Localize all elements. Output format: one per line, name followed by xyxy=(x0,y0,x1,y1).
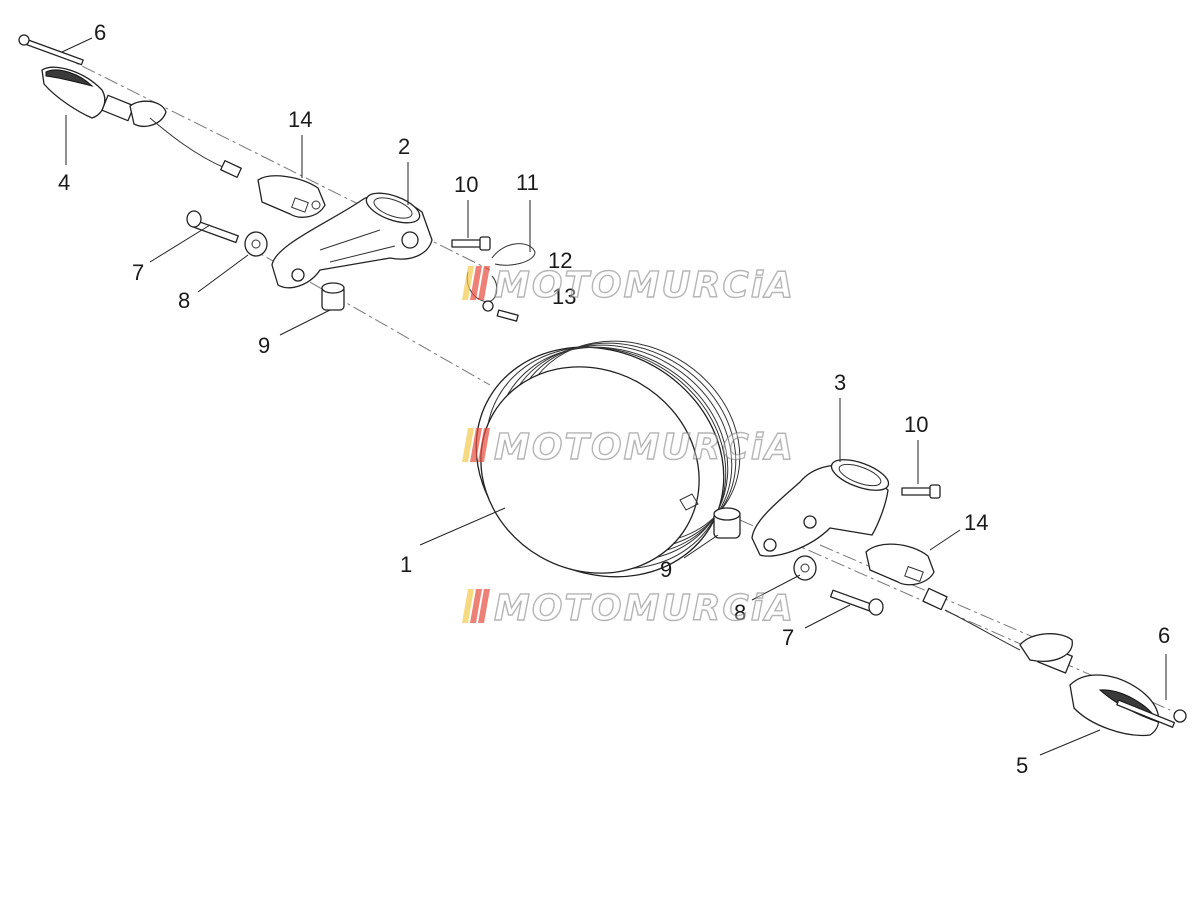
callout-8-right: 8 xyxy=(734,600,746,625)
callout-8-left: 8 xyxy=(178,288,190,313)
left-washer-part-8 xyxy=(244,231,268,257)
watermark-stripe xyxy=(470,428,482,462)
callout-7-left: 7 xyxy=(132,260,144,285)
watermark-stripe xyxy=(470,266,482,300)
watermark-top: MOTOMURCiA xyxy=(462,264,795,307)
callout-leaders xyxy=(61,37,1167,756)
callout-1: 1 xyxy=(400,552,412,577)
callout-14-left: 14 xyxy=(288,107,312,132)
left-bolt-part-6 xyxy=(18,34,84,66)
callout-11: 11 xyxy=(516,170,539,195)
right-small-bolt-part-10 xyxy=(901,484,941,499)
left-small-bolt-part-10 xyxy=(451,236,491,251)
callout-2: 2 xyxy=(398,134,410,159)
watermark-stripes xyxy=(462,266,490,300)
callout-9-right: 9 xyxy=(660,557,672,582)
right-spacer-part-9 xyxy=(713,507,741,539)
watermark-stripe xyxy=(478,589,490,623)
callout-6-left: 6 xyxy=(94,20,106,45)
right-washer-part-8 xyxy=(793,555,817,581)
clip-part-11 xyxy=(491,243,536,266)
right-connector-part-14 xyxy=(865,543,935,586)
watermark-stripe xyxy=(462,589,474,623)
right-screw-part-7 xyxy=(829,589,884,616)
watermark-text: MOTOMURCiA xyxy=(494,427,795,468)
callout-10-right: 10 xyxy=(904,412,928,437)
watermark-stripe xyxy=(478,266,490,300)
watermark-middle: MOTOMURCiA xyxy=(462,426,795,469)
watermark-stripe xyxy=(462,428,474,462)
callout-3: 3 xyxy=(834,370,846,395)
watermark-text: MOTOMURCiA xyxy=(494,588,795,629)
watermark-stripes xyxy=(462,589,490,623)
callout-7-right: 7 xyxy=(782,625,794,650)
watermark-stripe xyxy=(470,589,482,623)
left-screw-part-7 xyxy=(186,210,239,244)
callout-10-left: 10 xyxy=(454,172,478,197)
callout-12: 12 xyxy=(548,248,572,273)
watermark-text: MOTOMURCiA xyxy=(494,265,795,306)
right-bolt-part-6 xyxy=(1116,699,1187,728)
left-bracket-part-2 xyxy=(271,192,433,289)
callout-5: 5 xyxy=(1016,753,1028,778)
callout-13: 13 xyxy=(552,284,576,309)
headlamp-part-1 xyxy=(475,340,741,578)
watermark-stripe xyxy=(462,266,474,300)
callout-9-left: 9 xyxy=(258,333,270,358)
watermark-stripe xyxy=(478,428,490,462)
right-bracket-part-3 xyxy=(751,459,890,557)
callout-14-right: 14 xyxy=(964,510,988,535)
left-spacer-part-9 xyxy=(321,282,345,311)
callout-4: 4 xyxy=(58,170,70,195)
watermark-stripes xyxy=(462,428,490,462)
left-connector-part-14 xyxy=(257,175,326,218)
callout-labels: 1 2 3 4 5 6 6 7 7 8 8 9 9 10 10 11 12 13… xyxy=(58,20,1170,778)
right-indicator-part-5 xyxy=(922,587,1160,737)
watermark-bottom: MOTOMURCiA xyxy=(462,587,795,630)
callout-6-right: 6 xyxy=(1158,623,1170,648)
left-indicator-part-4 xyxy=(41,66,242,178)
screw-part-13 xyxy=(482,300,519,322)
